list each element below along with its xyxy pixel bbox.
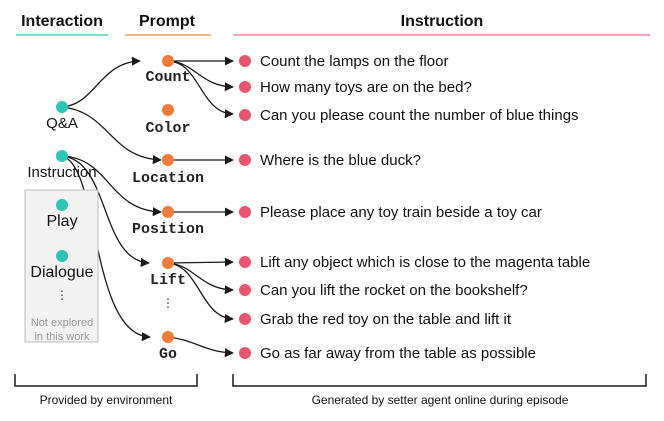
instruction-text-1: Count the lamps on the floor (260, 53, 448, 70)
go-node (162, 331, 174, 343)
instruction-header: Instruction (401, 13, 484, 30)
instruction-text-9: Go as far away from the table as possibl… (260, 345, 536, 362)
lift-node (162, 257, 174, 269)
instruction-node (56, 150, 68, 162)
edge-instruction-position (61, 155, 162, 217)
color-node (162, 104, 174, 116)
color-label: Color (145, 120, 190, 137)
edge-qa-location (61, 106, 162, 165)
edge-instruction-lift (61, 155, 150, 268)
left-footer-label: Provided by environment (40, 393, 173, 407)
instruction-text-2: How many toys are on the bed? (260, 79, 472, 96)
edge-lift-instr8 (167, 262, 234, 324)
right-bracket (232, 374, 647, 387)
edge-go-instr9 (167, 336, 234, 358)
instruction-text-4: Where is the blue duck? (260, 152, 421, 169)
location-node (162, 154, 174, 166)
not-explored-box (24, 189, 99, 343)
instruction-text-6: Lift any object which is close to the ma… (260, 254, 590, 271)
edge-qa-count (61, 56, 141, 108)
not-explored-note-line2: in this work (34, 331, 90, 343)
not-explored-note-line1: Not explored (31, 317, 93, 329)
count-label: Count (145, 69, 190, 86)
instruction-node-7 (239, 284, 251, 296)
instruction-text-3: Can you please count the number of blue … (260, 107, 579, 124)
instruction-node-1 (239, 55, 251, 67)
prompt-ellipsis: ⋮ (162, 296, 174, 310)
instruction-text-8: Grab the red toy on the table and lift i… (260, 311, 512, 328)
qa-label: Q&A (46, 115, 78, 132)
position-node (162, 206, 174, 218)
count-node (162, 55, 174, 67)
instruction-node-3 (239, 109, 251, 121)
instruction-node-2 (239, 81, 251, 93)
position-label: Position (132, 221, 204, 238)
dialogue-node (56, 250, 68, 262)
instruction-text-7: Can you lift the rocket on the bookshelf… (260, 282, 528, 299)
go-label: Go (159, 346, 177, 363)
lift-label: Lift (150, 272, 186, 289)
instruction-node-9 (239, 347, 251, 359)
play-label: Play (46, 213, 77, 230)
location-label: Location (132, 170, 204, 187)
instruction-node-5 (239, 206, 251, 218)
instruction-node-6 (239, 256, 251, 268)
qa-node (56, 101, 68, 113)
interaction-ellipsis: ⋮ (56, 288, 68, 302)
prompt-header: Prompt (139, 13, 196, 30)
instruction-node-8 (239, 313, 251, 325)
instruction-label: Instruction (27, 164, 96, 181)
edge-lift-instr6 (167, 257, 234, 267)
left-bracket (14, 374, 198, 387)
right-footer-label: Generated by setter agent online during … (312, 393, 569, 407)
instruction-node-4 (239, 154, 251, 166)
edge-count-instr3 (167, 60, 234, 119)
play-node (56, 199, 68, 211)
instruction-text-5: Please place any toy train beside a toy … (260, 204, 542, 221)
dialogue-label: Dialogue (30, 264, 93, 281)
interaction-header: Interaction (21, 13, 103, 30)
